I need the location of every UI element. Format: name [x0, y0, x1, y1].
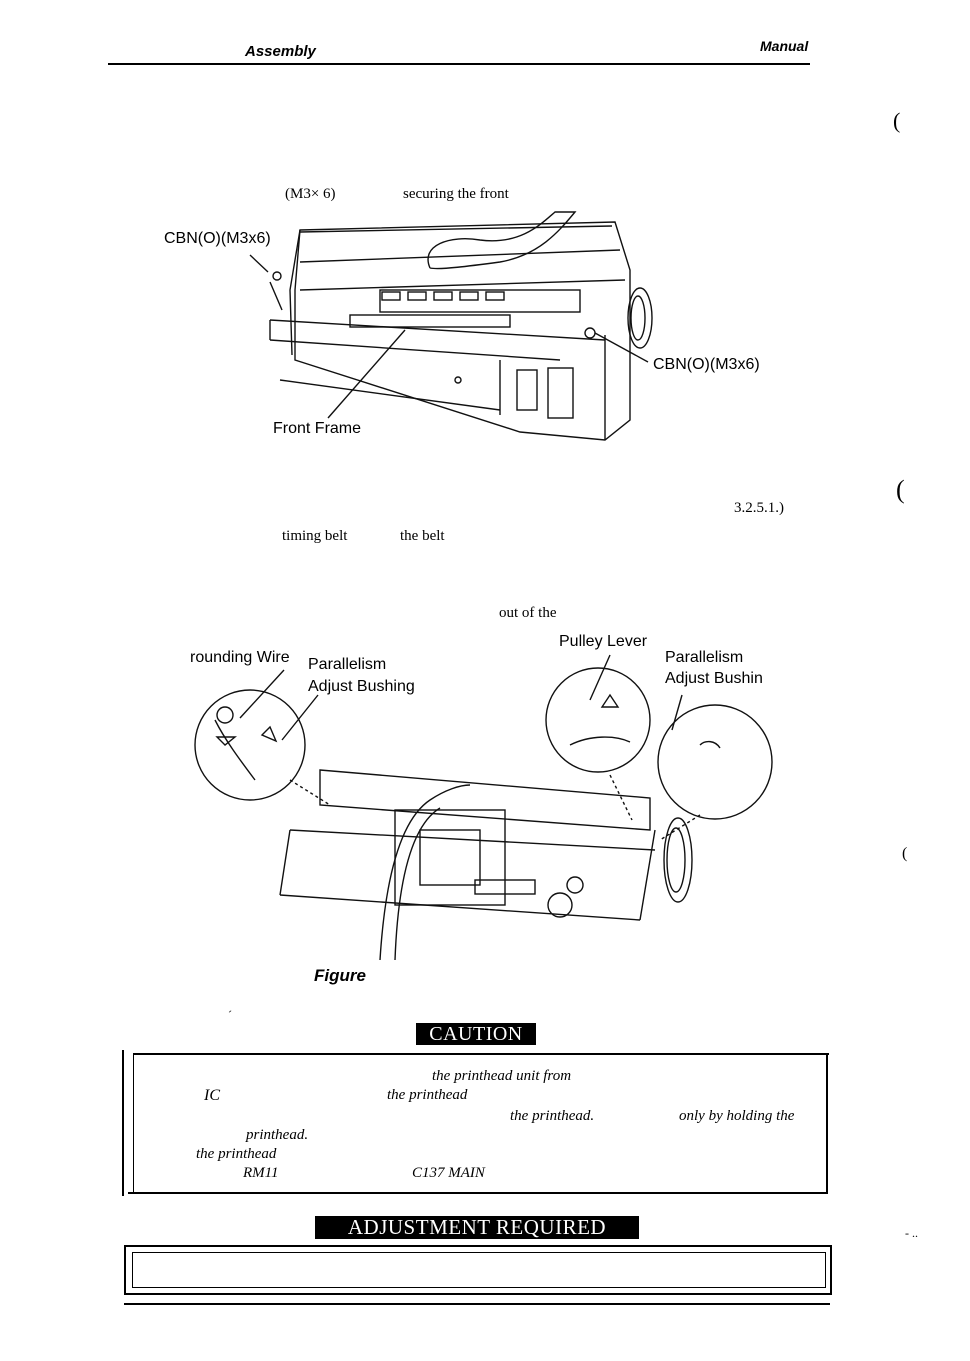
figure-caption: Figure: [314, 966, 366, 985]
margin-dots: - ..: [905, 1226, 918, 1240]
caution-rm11: RM11: [243, 1165, 279, 1181]
adjustment-banner: ADJUSTMENT REQUIRED: [315, 1216, 639, 1239]
caution-ic: IC: [204, 1087, 220, 1104]
margin-mark-3: (: [902, 845, 908, 862]
step2-ref: 3.2.5.1.): [734, 500, 784, 516]
carriage-removal-illustration: [194, 654, 773, 961]
margin-mark-1: (: [893, 108, 901, 133]
label-screw-right: CBN(O)(M3x6): [653, 356, 760, 373]
footer-rule: [124, 1303, 830, 1305]
caution-line2: the printhead: [387, 1087, 468, 1103]
label-bushing-left-line1: Parallelism: [308, 656, 387, 673]
margin-mark-2: (: [896, 475, 905, 504]
label-front-frame: Front Frame: [273, 420, 362, 437]
label-grounding-wire: rounding Wire: [190, 649, 290, 666]
caution-banner: CAUTION: [416, 1023, 536, 1045]
step1-spec: (M3× 6): [285, 186, 336, 202]
step2-the-belt: the belt: [400, 528, 445, 544]
header-rule: [108, 63, 810, 65]
caution-line5: the printhead: [196, 1146, 277, 1162]
step3-text: out of the: [499, 605, 557, 621]
front-frame-illustration: [249, 211, 653, 441]
label-bushing-right-line2: Adjust Bushin: [665, 670, 763, 687]
caution-line4: printhead.: [246, 1127, 309, 1143]
caution-line3a: the printhead.: [510, 1108, 595, 1124]
stray-mark: ´: [228, 1008, 232, 1022]
header-manual-label: Manual: [760, 38, 809, 54]
caution-line1: the printhead unit from: [432, 1068, 572, 1084]
caution-c137-main: C137 MAIN: [412, 1165, 485, 1181]
step1-text: securing the front: [403, 186, 509, 202]
label-bushing-right-line1: Parallelism: [665, 649, 744, 666]
caution-line3b: only by holding the: [679, 1108, 795, 1124]
label-screw-left: CBN(O)(M3x6): [164, 230, 271, 247]
header-section-title: Assembly: [245, 43, 316, 60]
label-bushing-left-line2: Adjust Bushing: [308, 678, 415, 695]
label-pulley-lever: Pulley Lever: [559, 633, 648, 650]
step2-timing-belt: timing belt: [282, 528, 348, 544]
